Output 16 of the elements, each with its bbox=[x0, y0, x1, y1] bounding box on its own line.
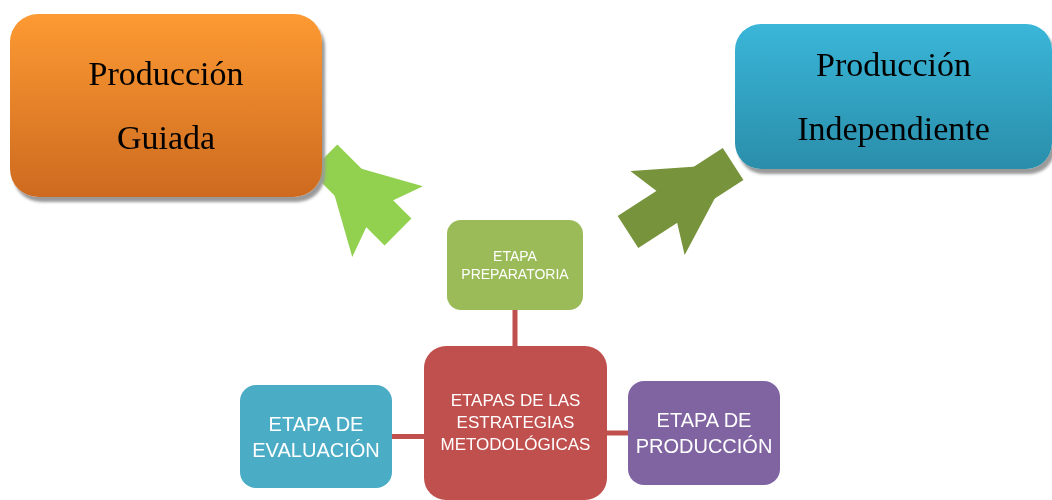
block-arrow bbox=[617, 148, 744, 255]
node-label: Producción Guiada bbox=[87, 53, 245, 158]
node-label: ETAPA DE PRODUCCIÓN bbox=[634, 408, 774, 459]
connector-line bbox=[512, 310, 518, 346]
rounded-box bbox=[10, 14, 322, 197]
center-box bbox=[424, 346, 607, 500]
node-label: Producción Independiente bbox=[796, 44, 991, 149]
stage-box bbox=[628, 381, 780, 485]
rounded-box bbox=[735, 24, 1052, 169]
node-label: ETAPA DE EVALUACIÓN bbox=[251, 411, 381, 463]
stage-box bbox=[240, 385, 392, 488]
node-label: ETAPA PREPARATORIA bbox=[460, 247, 570, 283]
node-label: ETAPAS DE LAS ESTRATEGIAS METODOLÓGICAS bbox=[439, 390, 592, 456]
stage-box bbox=[447, 220, 583, 310]
connector-line bbox=[607, 430, 628, 436]
connector-line bbox=[392, 434, 424, 439]
